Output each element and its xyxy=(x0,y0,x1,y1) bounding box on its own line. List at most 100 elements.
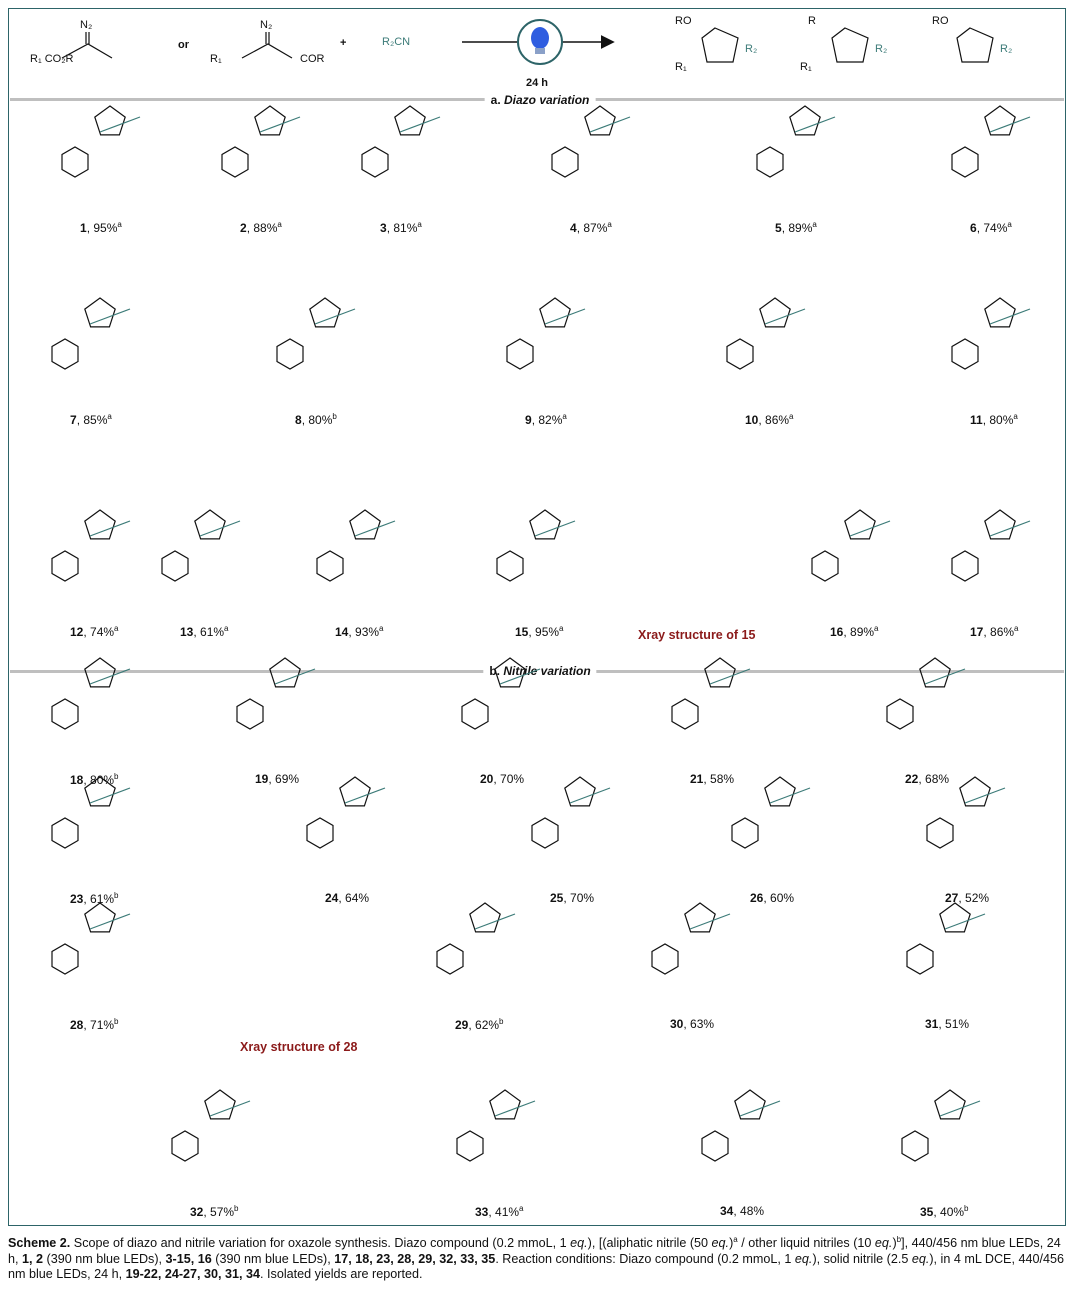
oxazole-ring xyxy=(584,105,616,136)
oxazole-ring xyxy=(684,902,716,933)
r2-substituent-bond xyxy=(99,116,141,133)
phenyl-ring xyxy=(906,943,934,975)
phenyl-ring xyxy=(811,550,839,582)
r2-substituent-bond xyxy=(569,787,611,804)
compound-label: 32, 57%b xyxy=(190,1204,239,1219)
svg-text:R₁: R₁ xyxy=(800,61,812,73)
oxazole-ring xyxy=(269,657,301,688)
compound-label: 31, 51% xyxy=(925,1017,970,1031)
phenyl-ring xyxy=(496,550,524,582)
n2-label-2: N₂ xyxy=(260,19,272,31)
oxazole-ring xyxy=(84,509,116,540)
oxazole-ring xyxy=(529,509,561,540)
compound-label: 21, 58% xyxy=(690,772,735,786)
r2-substituent-bond xyxy=(344,787,386,804)
compound-label: 10, 86%a xyxy=(745,412,794,427)
oxazole-ring xyxy=(764,776,796,807)
oxazole-ring xyxy=(959,776,991,807)
r2-substituent-bond xyxy=(769,787,811,804)
r2-substituent-bond xyxy=(474,913,516,930)
oxazole-ring xyxy=(394,105,426,136)
phenyl-ring xyxy=(506,338,534,370)
oxazole-ring xyxy=(984,509,1016,540)
r2-substituent-bond xyxy=(989,308,1031,325)
compound-label: 24, 64% xyxy=(325,891,370,905)
r2-substituent-bond xyxy=(89,520,131,537)
oxazole-ring xyxy=(489,1089,521,1120)
phenyl-ring xyxy=(51,550,79,582)
compound-label: 17, 86%a xyxy=(970,624,1019,639)
or-label: or xyxy=(178,39,190,51)
phenyl-ring xyxy=(306,817,334,849)
compound-label: 29, 62%b xyxy=(455,1017,504,1032)
r2-substituent-bond xyxy=(924,668,966,685)
r2-substituent-bond xyxy=(89,308,131,325)
oxazole-ring xyxy=(194,509,226,540)
svg-text:R₁: R₁ xyxy=(675,61,687,73)
phenyl-ring xyxy=(236,698,264,730)
compound-label: 23, 61%b xyxy=(70,891,119,906)
r2-substituent-bond xyxy=(739,1100,781,1117)
oxazole-ring xyxy=(84,902,116,933)
compound-label: 33, 41%a xyxy=(475,1204,524,1219)
compound-label: 7, 85%a xyxy=(70,412,112,427)
compound-label: 3, 81%a xyxy=(380,220,422,235)
phenyl-ring xyxy=(726,338,754,370)
phenyl-ring xyxy=(361,146,389,178)
oxazole-ring xyxy=(254,105,286,136)
r2-substituent-bond xyxy=(849,520,891,537)
phenyl-ring xyxy=(886,698,914,730)
r2-substituent-bond xyxy=(259,116,301,133)
phenyl-ring xyxy=(671,698,699,730)
oxazole-ring xyxy=(984,105,1016,136)
svg-text:R₂: R₂ xyxy=(875,43,887,55)
phenyl-ring xyxy=(161,550,189,582)
compound-label: 26, 60% xyxy=(750,891,795,905)
r2-substituent-bond xyxy=(89,787,131,804)
compound-label: 16, 89%a xyxy=(830,624,879,639)
compound-label: 1, 95%a xyxy=(80,220,122,235)
r2-substituent-bond xyxy=(989,116,1031,133)
phenyl-ring xyxy=(951,338,979,370)
oxazole-ring xyxy=(84,776,116,807)
oxazole-ring xyxy=(94,105,126,136)
oxazole-ring xyxy=(564,776,596,807)
phenyl-ring xyxy=(901,1130,929,1162)
oxazole-ring xyxy=(934,1089,966,1120)
phenyl-ring xyxy=(51,338,79,370)
oxazole-ring xyxy=(494,657,526,688)
r2-substituent-bond xyxy=(964,787,1006,804)
phenyl-ring xyxy=(951,146,979,178)
compound-label: 19, 69% xyxy=(255,772,300,786)
r2-substituent-bond xyxy=(274,668,316,685)
compound-label: 22, 68% xyxy=(905,772,950,786)
r2-substituent-bond xyxy=(354,520,396,537)
phenyl-ring xyxy=(551,146,579,178)
compound-label: 34, 48% xyxy=(720,1204,765,1218)
r2-substituent-bond xyxy=(544,308,586,325)
oxazole-ring xyxy=(789,105,821,136)
compound-label: 18, 80%b xyxy=(70,772,119,787)
compound-label: 27, 52% xyxy=(945,891,990,905)
r2-substituent-bond xyxy=(399,116,441,133)
compound-label: 15, 95%a xyxy=(515,624,564,639)
compound-label: 2, 88%a xyxy=(240,220,282,235)
compound-label: 12, 74%a xyxy=(70,624,119,639)
phenyl-ring xyxy=(51,698,79,730)
r2-substituent-bond xyxy=(494,1100,536,1117)
oxazole-ring xyxy=(704,657,736,688)
phenyl-ring xyxy=(926,817,954,849)
oxazole-ring xyxy=(204,1089,236,1120)
r2-substituent-bond xyxy=(89,913,131,930)
phenyl-ring xyxy=(701,1130,729,1162)
r2-substituent-bond xyxy=(764,308,806,325)
phenyl-ring xyxy=(456,1130,484,1162)
compound-label: 28, 71%b xyxy=(70,1017,119,1032)
r2-substituent-bond xyxy=(314,308,356,325)
compound-label: 5, 89%a xyxy=(775,220,817,235)
phenyl-ring xyxy=(221,146,249,178)
r2-substituent-bond xyxy=(709,668,751,685)
oxazole-ring xyxy=(339,776,371,807)
phenyl-ring xyxy=(756,146,784,178)
svg-text:R₂: R₂ xyxy=(1000,43,1012,55)
